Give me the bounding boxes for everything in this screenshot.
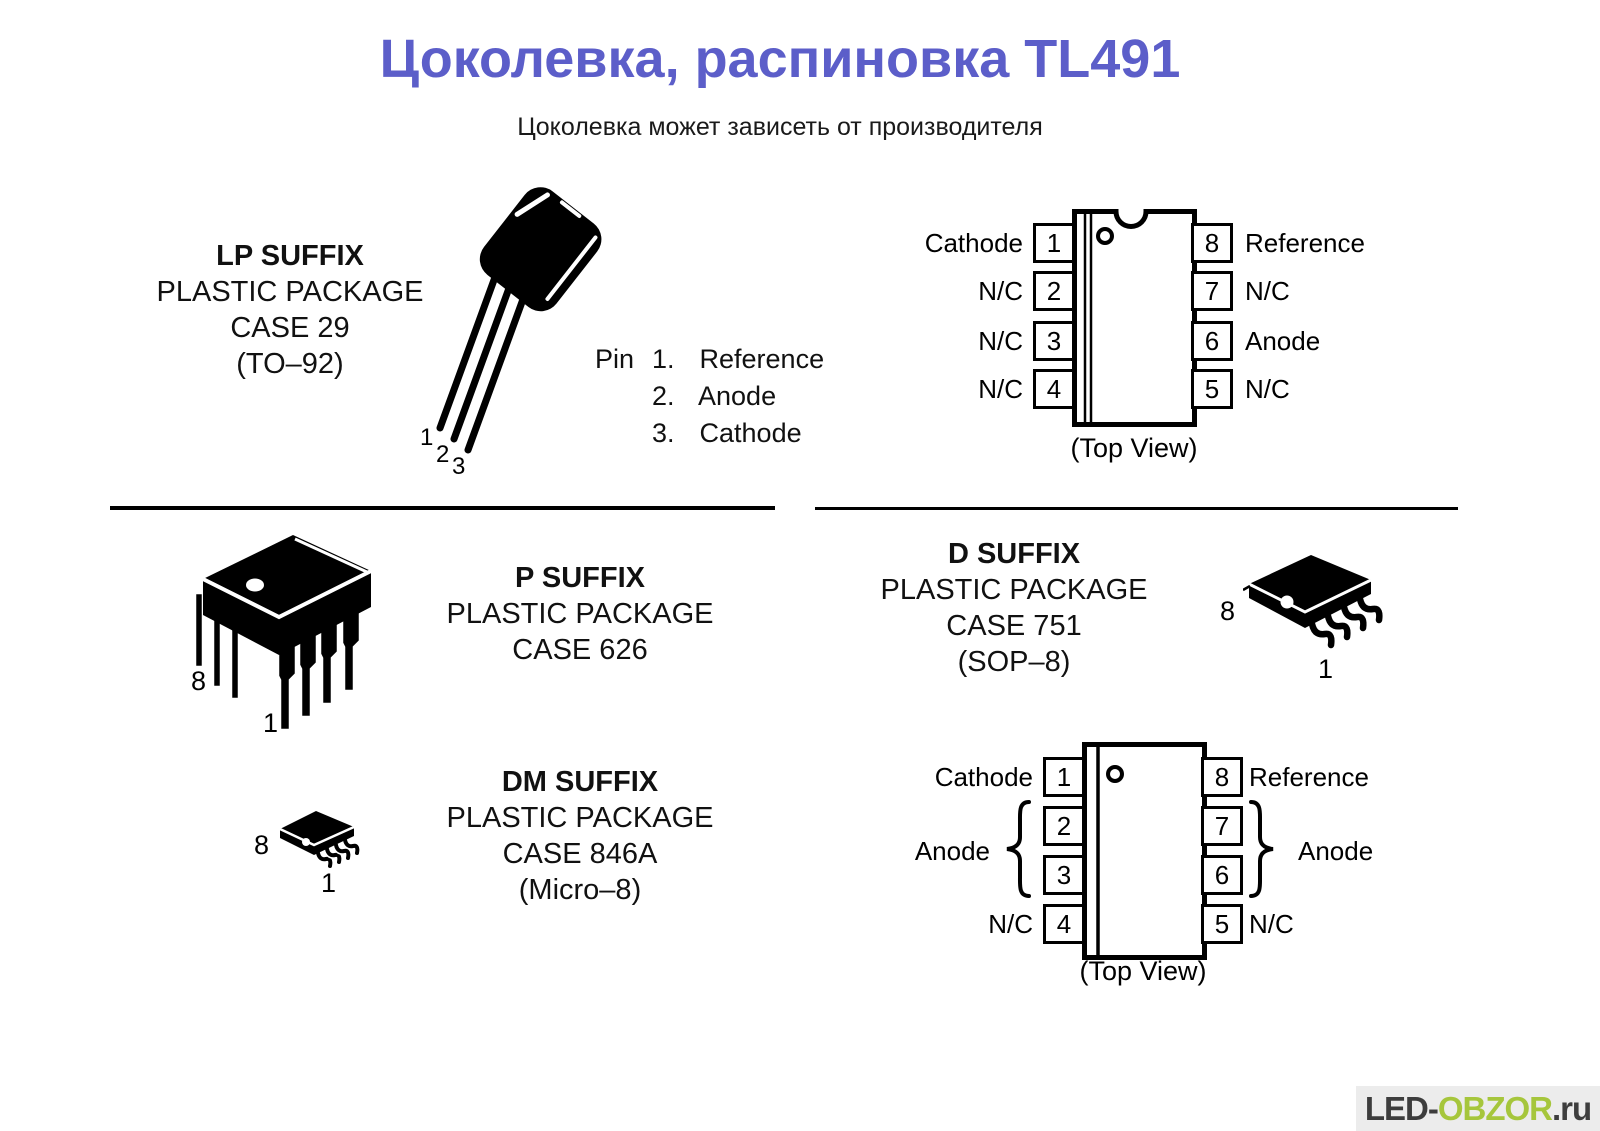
topview-caption-2: (Top View) <box>1079 956 1207 986</box>
pin-legend-num: 2. <box>652 381 675 411</box>
pin-legend-name: Cathode <box>699 418 802 448</box>
to92-pin3-number: 3 <box>452 453 466 480</box>
pin4-label: N/C <box>978 374 1023 404</box>
anode-group-label-left: Anode <box>914 836 990 866</box>
section-divider-left <box>110 506 775 510</box>
sop8-pin1-number: 1 <box>1318 654 1334 684</box>
pin-legend-name: Reference <box>699 344 825 374</box>
pin4-label: N/C <box>988 909 1033 939</box>
logo-ru-text: .ru <box>1552 1089 1592 1127</box>
dip8-topview-body-2 <box>1082 742 1207 960</box>
pin1-label: Cathode <box>934 762 1033 792</box>
dm-package-line: PLASTIC PACKAGE <box>446 802 714 834</box>
pin-legend-row: 2. Anode <box>652 378 824 415</box>
pinbox-3: 3 <box>1033 321 1075 361</box>
p-suffix-title: P SUFFIX <box>515 562 645 594</box>
pinbox-5: 5 <box>1201 904 1243 944</box>
pin1-indicator-dot <box>246 578 264 592</box>
led-obzor-logo: LED-OBZOR.ru <box>1356 1086 1600 1131</box>
pin3-label: N/C <box>978 326 1023 356</box>
pinbox-5: 5 <box>1191 369 1233 409</box>
pin-legend: 1. Reference 2. Anode 3. Cathode <box>652 341 824 452</box>
pin7-label: N/C <box>1245 276 1290 306</box>
pinbox-1: 1 <box>1033 223 1075 263</box>
page-title: Цоколевка, распиновка TL491 <box>379 29 1181 89</box>
lp-suffix-title: LP SUFFIX <box>216 240 364 272</box>
pin6-label: Anode <box>1245 326 1321 356</box>
lp-suffix-text-block: LP SUFFIX PLASTIC PACKAGE CASE 29 (TO–92… <box>90 238 490 382</box>
pinbox-7: 7 <box>1201 806 1243 846</box>
pinbox-1: 1 <box>1043 757 1085 797</box>
pinbox-2: 2 <box>1033 271 1075 311</box>
pinbox-7: 7 <box>1191 271 1233 311</box>
topview-caption: (Top View) <box>1070 433 1198 463</box>
lp-case-line: CASE 29 <box>230 312 350 344</box>
dip8-pin8-number: 8 <box>191 666 207 696</box>
lp-variant-line: (TO–92) <box>236 348 344 380</box>
pin8-label: Reference <box>1245 228 1365 258</box>
pin5-label: N/C <box>1245 374 1290 404</box>
sop8-package-drawing <box>1243 555 1383 651</box>
logo-led-text: LED- <box>1364 1089 1439 1127</box>
pin-legend-heading: Pin <box>595 344 635 374</box>
pin1-label: Cathode <box>924 228 1023 258</box>
micro8-package-drawing <box>279 811 361 870</box>
pin-legend-name: Anode <box>698 381 777 411</box>
to92-package-drawing <box>433 187 602 457</box>
d-package-line: PLASTIC PACKAGE <box>880 574 1148 606</box>
pin1-indicator-dot <box>302 838 310 846</box>
d-case-line: CASE 751 <box>946 610 1082 642</box>
d-suffix-title: D SUFFIX <box>947 538 1081 570</box>
dm-suffix-title: DM SUFFIX <box>501 766 659 798</box>
lp-package-line: PLASTIC PACKAGE <box>156 276 424 308</box>
pin1-indicator-dot <box>1106 765 1124 783</box>
logo-obzor-text: OBZOR <box>1437 1089 1553 1127</box>
left-brace <box>1006 800 1031 898</box>
pin-legend-num: 3. <box>652 418 675 448</box>
pinbox-8: 8 <box>1191 223 1233 263</box>
dm-suffix-text-block: DM SUFFIX PLASTIC PACKAGE CASE 846A (Mic… <box>380 764 780 908</box>
pin1-indicator-dot <box>1096 227 1114 245</box>
right-brace <box>1249 800 1274 898</box>
pin5-label: N/C <box>1249 909 1294 939</box>
dip8-topview-body <box>1072 209 1197 427</box>
pinbox-4: 4 <box>1033 369 1075 409</box>
pinbox-3: 3 <box>1043 855 1085 895</box>
pin-legend-num: 1. <box>652 344 675 374</box>
pinbox-4: 4 <box>1043 904 1085 944</box>
pinbox-2: 2 <box>1043 806 1085 846</box>
pinbox-6: 6 <box>1191 321 1233 361</box>
dm-case-line: CASE 846A <box>502 838 658 870</box>
p-suffix-text-block: P SUFFIX PLASTIC PACKAGE CASE 626 <box>380 560 780 668</box>
pinbox-8: 8 <box>1201 757 1243 797</box>
to92-pin1-number: 1 <box>420 424 434 451</box>
micro8-pin8-number: 8 <box>254 830 270 860</box>
section-divider-right <box>815 507 1458 510</box>
sop8-pin8-number: 8 <box>1220 596 1236 626</box>
p-case-line: CASE 626 <box>512 634 648 666</box>
pin-legend-row: 1. Reference <box>652 341 824 378</box>
to92-pin2-number: 2 <box>436 441 450 468</box>
dm-variant-line: (Micro–8) <box>518 874 642 906</box>
micro8-pin1-number: 1 <box>321 868 337 898</box>
pin-legend-row: 3. Cathode <box>652 415 824 452</box>
pin1-indicator-dot <box>1280 595 1294 609</box>
d-variant-line: (SOP–8) <box>957 646 1071 678</box>
pin8-label: Reference <box>1249 762 1369 792</box>
pin2-label: N/C <box>978 276 1023 306</box>
dip8-package-drawing <box>193 535 372 732</box>
anode-group-label-right: Anode <box>1298 836 1374 866</box>
page-subtitle: Цоколевка может зависеть от производител… <box>517 113 1043 141</box>
p-package-line: PLASTIC PACKAGE <box>446 598 714 630</box>
pinbox-6: 6 <box>1201 855 1243 895</box>
dip8-pin1-number: 1 <box>263 708 279 738</box>
d-suffix-text-block: D SUFFIX PLASTIC PACKAGE CASE 751 (SOP–8… <box>814 536 1214 680</box>
